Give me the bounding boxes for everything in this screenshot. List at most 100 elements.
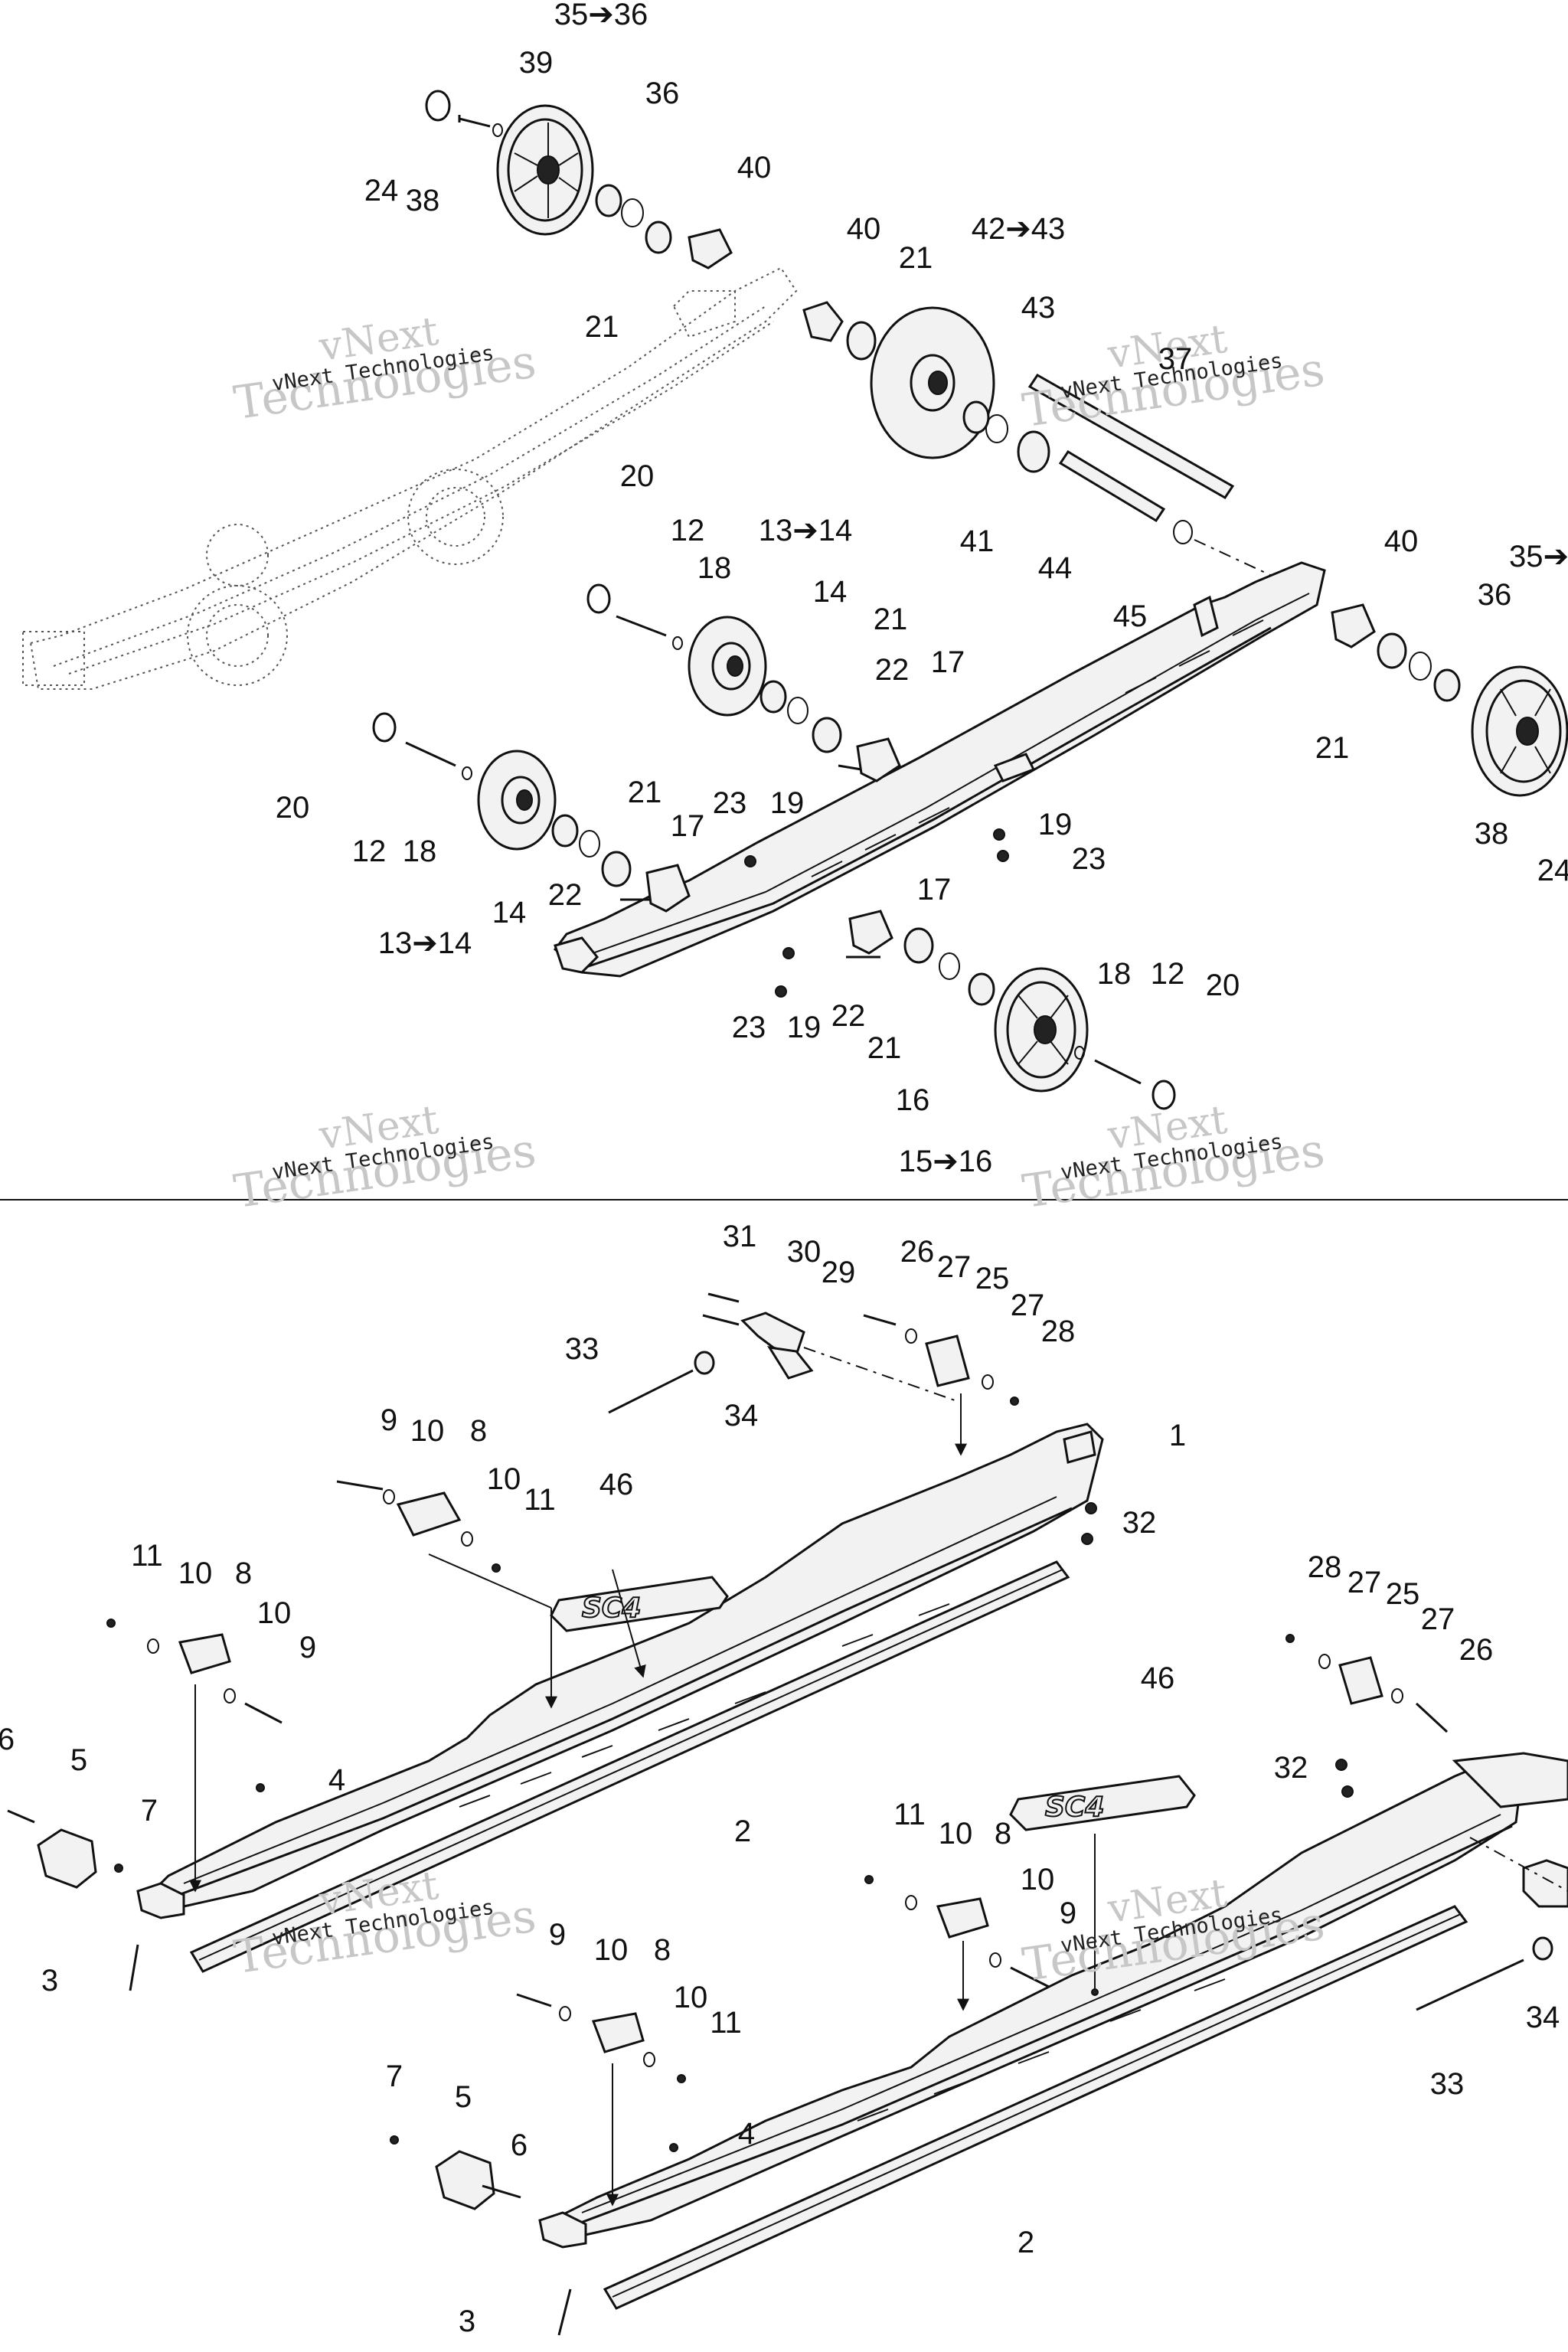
slide-runner-2-lower xyxy=(603,1905,1468,2310)
callout-label: 17 xyxy=(671,809,705,843)
callout-label: 8 xyxy=(235,1557,252,1590)
screw-3-lower xyxy=(557,2288,572,2336)
callout-label: 15➔16 xyxy=(899,1145,993,1178)
callout-label: 33 xyxy=(1430,2067,1465,2101)
idler-wheel-35 xyxy=(496,104,594,236)
bolt-26-lower xyxy=(1415,1702,1449,1733)
bolt-9-lower-right xyxy=(1010,1966,1050,1988)
callout-label: 42➔43 xyxy=(972,212,1066,246)
callout-label: 28 xyxy=(1308,1550,1342,1584)
callout-label: 20 xyxy=(276,791,310,825)
callout-label: 14 xyxy=(492,896,527,929)
callout-label: 23 xyxy=(713,786,747,820)
spacer-21-right xyxy=(903,927,934,964)
slide-rail-1-lower xyxy=(548,1752,1568,2237)
callout-label: 10 xyxy=(594,1933,629,1967)
callout-label: 18 xyxy=(403,835,437,868)
callout-label: 22 xyxy=(548,878,583,912)
washer-45 xyxy=(1173,520,1193,544)
end-cap-5-lower xyxy=(435,2150,495,2210)
callout-label: 39 xyxy=(519,46,554,80)
bolt-31-b xyxy=(702,1314,740,1326)
callout-label: 9 xyxy=(381,1403,397,1437)
nuts-19-23 xyxy=(744,828,1009,998)
tube-44 xyxy=(1058,449,1166,523)
nut-32-upper-b xyxy=(1081,1533,1093,1545)
callout-label: 26 xyxy=(900,1235,935,1269)
callout-label: 3 xyxy=(459,2305,475,2338)
callout-label: 13➔14 xyxy=(759,514,853,547)
callout-label: 29 xyxy=(822,1256,856,1289)
bearing-36-right xyxy=(1433,668,1461,702)
callout-label: 22 xyxy=(875,653,910,687)
callout-label: 21 xyxy=(899,241,933,275)
callout-label: 10 xyxy=(1021,1863,1055,1896)
callout-label: 10 xyxy=(487,1462,521,1496)
callout-label: 9 xyxy=(1060,1896,1076,1930)
callout-label: 40 xyxy=(847,212,881,246)
cap-20-lower xyxy=(372,712,397,743)
callout-label: 16 xyxy=(896,1083,930,1117)
callout-label: 40 xyxy=(737,151,772,185)
callout-label: 14 xyxy=(813,575,848,609)
callout-label: 27 xyxy=(1421,1602,1455,1636)
block-8-lower-right xyxy=(936,1897,989,1939)
callout-label: 35➔ xyxy=(1509,540,1568,573)
callout-label: 23 xyxy=(732,1011,766,1044)
callout-label: 10 xyxy=(674,1981,708,2014)
callout-label: 21 xyxy=(585,310,619,344)
spacer-21 xyxy=(645,220,672,254)
callout-label: 45 xyxy=(1113,599,1148,633)
bearing-14-lower xyxy=(551,814,579,848)
block-17-right xyxy=(848,910,893,955)
callout-label: 6 xyxy=(0,1723,15,1756)
bolt-33-upper xyxy=(608,1369,694,1414)
callout-label: 43 xyxy=(1021,291,1056,325)
callout-label: 5 xyxy=(455,2080,472,2114)
callout-label: 22 xyxy=(831,999,866,1033)
rail-top xyxy=(553,561,1326,978)
bolt-12-right xyxy=(1094,1059,1142,1085)
callout-label: 12 xyxy=(352,835,387,868)
screw-6-left xyxy=(7,1809,35,1824)
wheel-15 xyxy=(994,967,1089,1093)
callout-label: 26 xyxy=(1459,1633,1494,1667)
callout-label: 12 xyxy=(1151,957,1185,991)
axle-37 xyxy=(1027,374,1235,499)
block-40-center xyxy=(802,301,844,342)
callout-label: 38 xyxy=(1475,817,1509,851)
nut-32-upper-a xyxy=(1085,1502,1097,1514)
callout-label: 36 xyxy=(645,77,680,110)
callout-label: 4 xyxy=(738,2117,755,2151)
bolt-38 xyxy=(458,115,491,128)
block-8-lower-left xyxy=(591,2012,645,2053)
callout-label: 25 xyxy=(975,1262,1010,1295)
bearing-14-upper xyxy=(760,680,787,714)
callout-label: 1 xyxy=(1169,1419,1186,1452)
callout-label: 11 xyxy=(710,2006,742,2040)
callout-label: 7 xyxy=(141,1794,158,1828)
cap-20-right xyxy=(1152,1080,1176,1110)
callout-label: 34 xyxy=(724,1399,759,1432)
callout-label: 32 xyxy=(1274,1751,1308,1785)
callout-label: 46 xyxy=(1141,1661,1175,1695)
bolt-9-left xyxy=(244,1702,283,1724)
bumper-25-upper xyxy=(925,1334,970,1387)
callout-label: 9 xyxy=(299,1631,316,1664)
callout-label: 34 xyxy=(1526,2001,1560,2034)
callout-label: 38 xyxy=(406,184,440,217)
callout-label: 21 xyxy=(874,603,908,636)
svg-text:SC4: SC4 xyxy=(1045,1792,1104,1823)
screw-6-lower xyxy=(482,2184,521,2199)
bumper-25-lower xyxy=(1338,1656,1383,1705)
bolt-12-lower xyxy=(405,741,456,767)
callout-label: 8 xyxy=(654,1933,671,1967)
callout-label: 25 xyxy=(1386,1577,1420,1611)
callout-label: 2 xyxy=(734,1815,751,1848)
callout-label: 19 xyxy=(787,1011,822,1044)
top-assembly xyxy=(22,90,1568,1110)
bearing-36 xyxy=(595,184,622,217)
